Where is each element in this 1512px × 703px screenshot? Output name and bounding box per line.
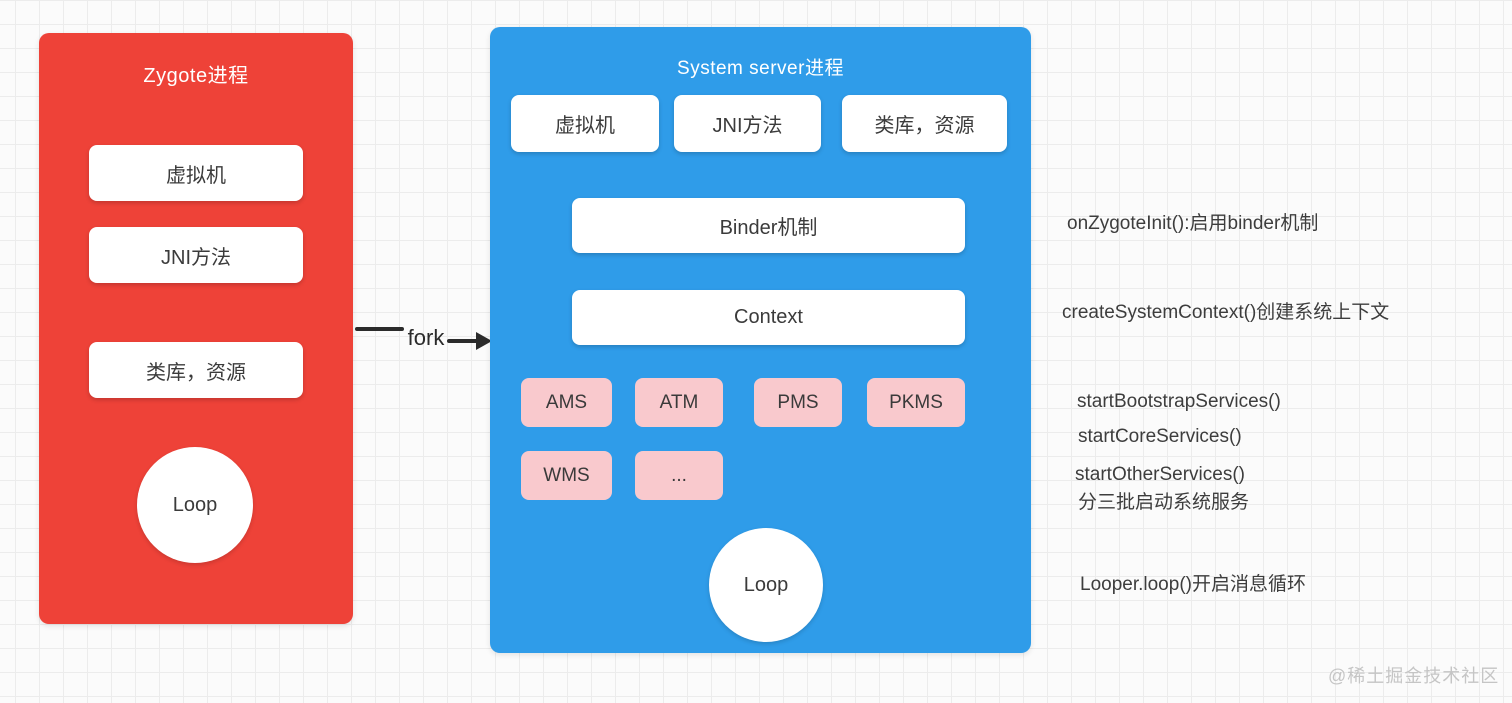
annotation-startotherservices: startOtherServices() bbox=[1075, 464, 1245, 485]
system-jni-box: JNI方法 bbox=[674, 95, 821, 152]
service-more-box: ... bbox=[635, 451, 723, 500]
annotation-createsystemcontext: createSystemContext()创建系统上下文 bbox=[1062, 302, 1390, 323]
zygote-process-title: Zygote进程 bbox=[143, 65, 249, 87]
zygote-vm-box: 虚拟机 bbox=[89, 145, 303, 201]
watermark: @稀土掘金技术社区 bbox=[1328, 666, 1500, 686]
service-atm-box: ATM bbox=[635, 378, 723, 427]
zygote-process-container: Zygote进程 虚拟机 JNI方法 类库，资源 Loop bbox=[39, 33, 353, 624]
fork-arrow-line-right bbox=[447, 339, 478, 343]
annotation-three-batches-note: 分三批启动系统服务 bbox=[1078, 492, 1250, 513]
system-vm-box: 虚拟机 bbox=[511, 95, 659, 152]
zygote-loop-circle: Loop bbox=[137, 447, 253, 563]
fork-label: fork bbox=[407, 325, 445, 350]
binder-mechanism-box: Binder机制 bbox=[572, 198, 965, 253]
context-box: Context bbox=[572, 290, 965, 345]
service-wms-box: WMS bbox=[521, 451, 612, 500]
service-pms-box: PMS bbox=[754, 378, 842, 427]
service-ams-box: AMS bbox=[521, 378, 612, 427]
system-server-process-container: System server进程 虚拟机 JNI方法 类库，资源 Binder机制… bbox=[490, 27, 1031, 653]
zygote-jni-box: JNI方法 bbox=[89, 227, 303, 283]
system-loop-circle: Loop bbox=[709, 528, 823, 642]
annotation-startbootstrapservices: startBootstrapServices() bbox=[1077, 391, 1281, 412]
annotation-onzygoteinit: onZygoteInit():启用binder机制 bbox=[1067, 213, 1319, 234]
fork-arrowhead-icon bbox=[476, 332, 492, 350]
system-libs-box: 类库，资源 bbox=[842, 95, 1007, 152]
service-pkms-box: PKMS bbox=[867, 378, 965, 427]
fork-arrow-line-left bbox=[355, 327, 404, 331]
annotation-looper-loop: Looper.loop()开启消息循环 bbox=[1080, 574, 1306, 595]
zygote-libs-box: 类库，资源 bbox=[89, 342, 303, 398]
annotation-startcoreservices: startCoreServices() bbox=[1078, 426, 1242, 447]
system-server-process-title: System server进程 bbox=[677, 58, 844, 79]
